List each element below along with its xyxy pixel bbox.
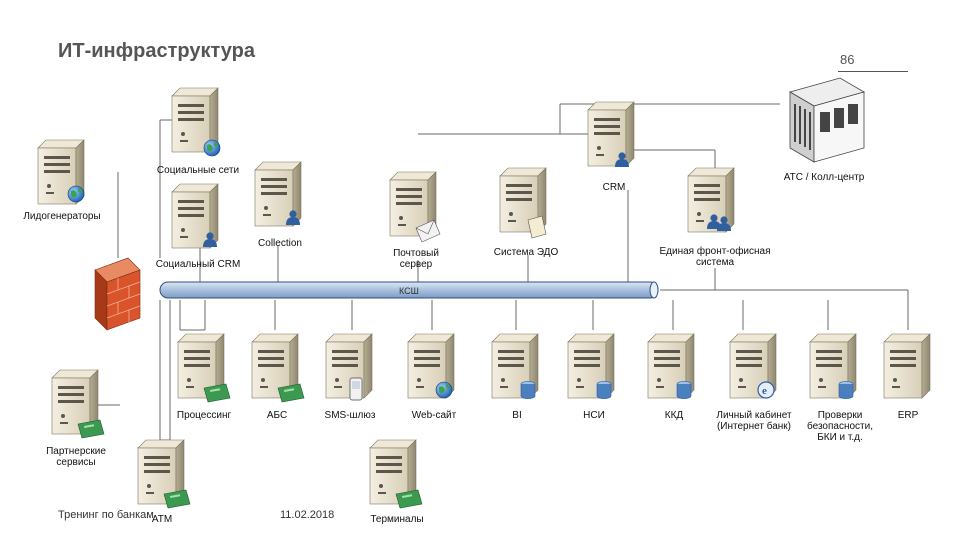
label-ats: АТС / Колл-центр [783,172,865,183]
label-terminals: Терминалы [370,514,424,525]
label-front-office: Единая фронт-офисная система [659,246,771,268]
label-edo-system: Система ЭДО [493,247,559,258]
firewall-icon [94,257,141,331]
server-website [407,333,455,399]
label-abs: АБС [266,410,288,421]
label-nsi: НСИ [583,410,605,421]
server-erp [883,333,931,399]
label-sms-gateway: SMS-шлюз [324,410,376,421]
server-lead-generators [37,139,85,205]
label-checks: Проверки безопасности, БКИ и т.д. [807,410,873,443]
server-atm [137,439,191,509]
server-social-networks [171,87,221,157]
server-abs [251,333,305,403]
label-partner-services: Партнерские сервисы [46,446,106,468]
footer-date: 11.02.2018 [280,509,335,521]
page-number-rule [838,71,908,72]
label-personal-cabinet: Личный кабинет (Интернет банк) [716,410,792,432]
server-front-office [687,167,735,233]
server-mail [389,171,441,243]
server-terminals [369,439,423,509]
server-nsi [567,333,615,399]
page-title: ИТ-инфраструктура [58,40,255,62]
label-crm: CRM [602,182,626,193]
server-collection [254,161,302,227]
label-erp: ERP [897,410,919,421]
label-processing: Процессинг [176,410,232,421]
svg-text:e: e [762,385,767,397]
internet-explorer-icon: e [757,381,775,399]
label-website: Web-сайт [411,410,457,421]
server-personal-cabinet: e [729,333,777,399]
footer-training: Тренинг по банкам [58,509,154,521]
server-edo [499,167,547,239]
pbx-icon [788,77,866,163]
phone-icon [349,377,363,401]
server-crm [587,101,635,167]
server-bi [491,333,539,399]
document-icon [527,215,547,239]
label-atm: АТМ [151,514,173,525]
label-mail-server: Почтовый сервер [393,248,439,270]
label-social-crm: Социальный CRM [155,259,241,270]
server-partner-services [51,369,105,439]
server-kkd [647,333,695,399]
bus-ksh [159,281,659,299]
server-processing [177,333,231,403]
connection-lines [93,103,909,441]
envelope-icon [415,219,441,243]
label-bi: BI [512,410,522,421]
server-sms [325,333,373,401]
label-social-networks: Социальные сети [156,165,240,176]
server-checks [809,333,857,399]
page-number: 86 [840,52,855,67]
label-collection: Collection [258,238,302,249]
label-lead-generators: Лидогенераторы [23,211,101,222]
label-kkd: ККД [664,410,684,421]
bus-label: КСШ [399,286,419,296]
server-social-crm [171,183,219,249]
